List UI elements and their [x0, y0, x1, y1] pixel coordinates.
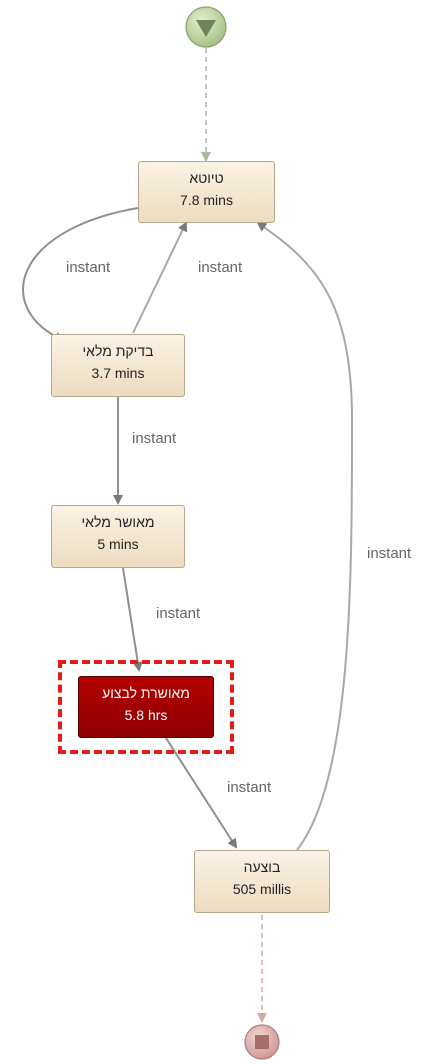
state-node-done[interactable]: בוצעה 505 millis — [194, 850, 330, 913]
state-duration: 5.8 hrs — [124, 707, 168, 723]
edge-label-inventory-check-to-draft: instant — [198, 259, 243, 276]
edge-inventory-check-to-draft — [132, 221, 188, 334]
edge-label-inventory-check-to-approved: instant — [132, 430, 177, 447]
state-duration: 7.8 mins — [180, 192, 233, 208]
edge-done-to-draft — [256, 221, 354, 851]
state-duration: 505 millis — [232, 881, 292, 897]
state-node-draft[interactable]: טיוטא 7.8 mins — [138, 161, 275, 223]
edge-label-approved-to-ready: instant — [156, 605, 201, 622]
stop-square-icon — [255, 1035, 269, 1049]
start-node — [185, 6, 227, 48]
state-title: מאושרת לבצוע — [102, 685, 190, 701]
state-title: בדיקת מלאי — [82, 343, 154, 359]
state-duration: 5 mins — [97, 536, 139, 552]
state-title: בוצעה — [243, 859, 281, 875]
current-state-highlight — [58, 660, 234, 754]
state-node-inventory-check[interactable]: בדיקת מלאי 3.7 mins — [51, 334, 185, 397]
edge-ready-to-done — [165, 737, 238, 849]
state-node-approved-for-execution[interactable]: מאושרת לבצוע 5.8 hrs — [78, 676, 214, 738]
state-title: טיוטא — [189, 170, 224, 186]
edge-label-draft-to-inventory-check: instant — [66, 259, 111, 276]
state-title: מאושר מלאי — [81, 514, 155, 530]
state-duration: 3.7 mins — [91, 365, 145, 381]
edge-approved-to-ready — [122, 567, 143, 672]
edge-draft-to-inventory-check — [22, 207, 139, 342]
triangle-down-icon — [196, 20, 216, 37]
end-node — [244, 1024, 280, 1060]
edge-label-done-to-draft: instant — [367, 545, 412, 562]
state-node-inventory-approved[interactable]: מאושר מלאי 5 mins — [51, 505, 185, 568]
edge-label-ready-to-done: instant — [227, 779, 272, 796]
